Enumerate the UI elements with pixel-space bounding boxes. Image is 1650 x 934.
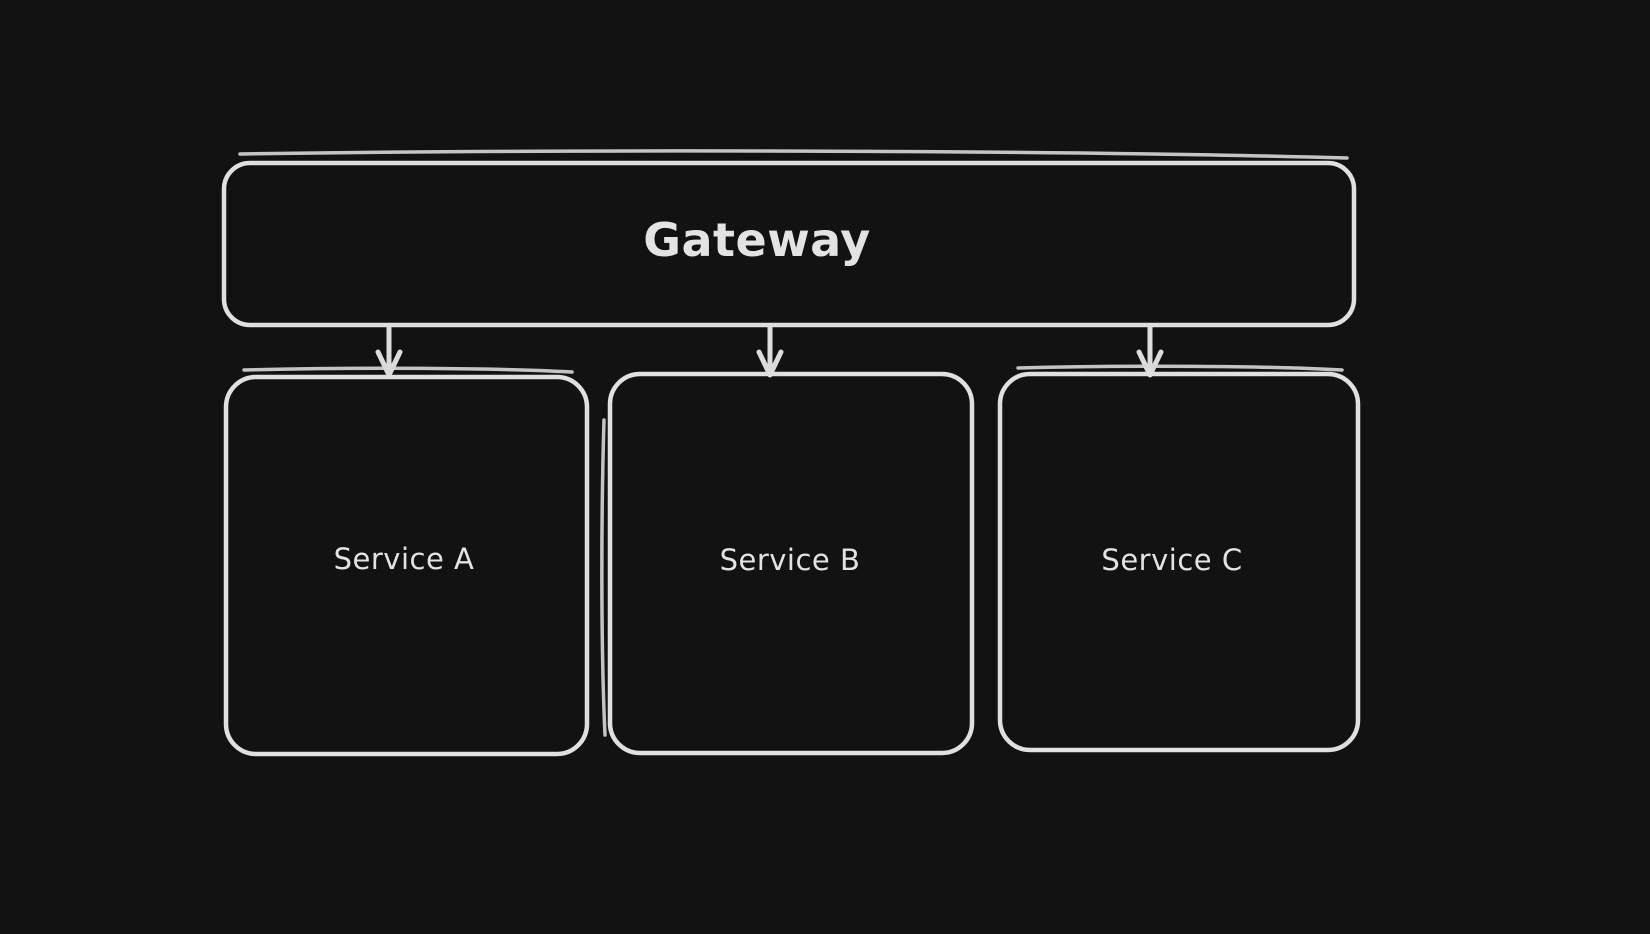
gateway-box-sketch-stroke [238, 149, 1349, 160]
service-a-box-sketch-stroke [242, 366, 574, 374]
service-c-box-sketch-stroke [1016, 364, 1344, 372]
edge-gateway-service-b[interactable] [756, 325, 784, 378]
node-gateway[interactable]: Gateway [221, 149, 1357, 328]
service-c-box[interactable] [997, 371, 1361, 753]
node-service-c[interactable]: Service C [997, 364, 1361, 753]
service-b-box-sketch-stroke [600, 418, 607, 737]
node-service-a[interactable]: Service A [223, 366, 590, 757]
gateway-label: Gateway [643, 213, 871, 267]
service-c-label: Service C [1101, 543, 1242, 577]
service-b-box[interactable] [607, 371, 975, 756]
gateway-box[interactable] [221, 160, 1357, 328]
service-a-label: Service A [334, 542, 475, 576]
service-a-box[interactable] [223, 374, 590, 757]
node-service-b[interactable]: Service B [600, 371, 975, 756]
service-b-label: Service B [720, 543, 861, 577]
